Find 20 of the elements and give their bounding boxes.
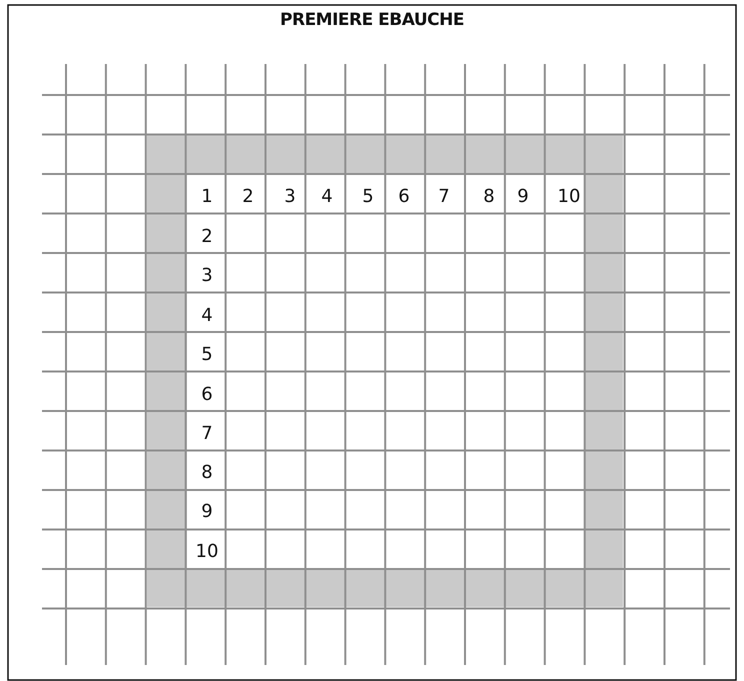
row-number: 5 — [201, 345, 213, 365]
column-number: 6 — [398, 187, 410, 207]
row-number: 3 — [201, 266, 213, 286]
column-number: 9 — [517, 187, 529, 207]
row-number: 2 — [201, 227, 213, 247]
row-number: 10 — [196, 542, 218, 562]
row-number: 7 — [201, 424, 213, 444]
row-number: 9 — [201, 502, 213, 522]
column-number: 3 — [284, 187, 296, 207]
column-number: 4 — [321, 187, 333, 207]
column-number: 8 — [483, 187, 495, 207]
column-number: 7 — [438, 187, 450, 207]
row-number: 4 — [201, 306, 213, 326]
column-number: 2 — [242, 187, 254, 207]
title: PREMIERE EBAUCHE — [280, 10, 464, 30]
column-number: 1 — [201, 187, 213, 207]
row-number: 8 — [201, 463, 213, 483]
column-number: 5 — [362, 187, 374, 207]
column-number: 10 — [558, 187, 580, 207]
row-number: 6 — [201, 385, 213, 405]
